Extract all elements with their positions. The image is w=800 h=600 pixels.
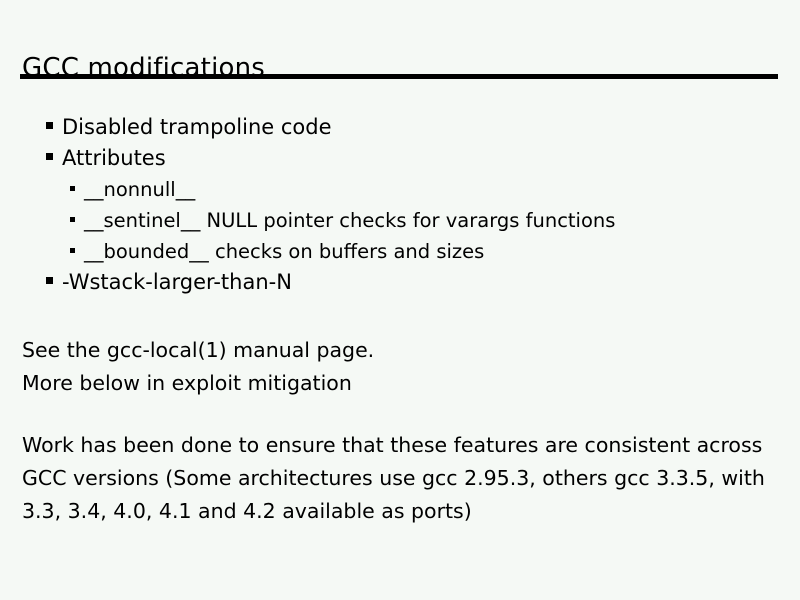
list-item-label: __bounded__ checks on buffers and sizes	[84, 240, 485, 263]
list-item-label: Disabled trampoline code	[62, 115, 332, 139]
consistency-paragraph: Work has been done to ensure that these …	[22, 429, 778, 528]
list-item-label: __sentinel__ NULL pointer checks for var…	[84, 209, 616, 232]
reference-paragraph: See the gcc-local(1) manual page. More b…	[22, 334, 778, 400]
paragraph-line: GCC versions (Some architectures use gcc…	[22, 466, 765, 490]
list-item-label: __nonnull__	[84, 178, 196, 201]
square-bullet-icon	[46, 153, 53, 160]
paragraph-line: Work has been done to ensure that these …	[22, 433, 763, 457]
list-item-label: -Wstack-larger-than-N	[62, 270, 292, 294]
list-item: Disabled trampoline code	[0, 112, 800, 143]
list-item: __nonnull__	[0, 174, 800, 205]
paragraph-line: More below in exploit mitigation	[22, 371, 352, 395]
paragraph-line: See the gcc-local(1) manual page.	[22, 338, 375, 362]
square-bullet-icon	[70, 217, 75, 222]
title-divider	[20, 74, 778, 79]
list-item: Attributes	[0, 143, 800, 174]
square-bullet-icon	[46, 122, 53, 129]
list-item-label: Attributes	[62, 146, 166, 170]
paragraph-line: 3.3, 3.4, 4.0, 4.1 and 4.2 available as …	[22, 499, 472, 523]
list-item: __sentinel__ NULL pointer checks for var…	[0, 205, 800, 236]
square-bullet-icon	[70, 186, 75, 191]
list-item: -Wstack-larger-than-N	[0, 267, 800, 298]
bullet-list: Disabled trampoline code Attributes __no…	[0, 112, 800, 298]
square-bullet-icon	[70, 248, 75, 253]
page-title: GCC modifications	[22, 53, 266, 84]
square-bullet-icon	[46, 277, 53, 284]
list-item: __bounded__ checks on buffers and sizes	[0, 236, 800, 267]
